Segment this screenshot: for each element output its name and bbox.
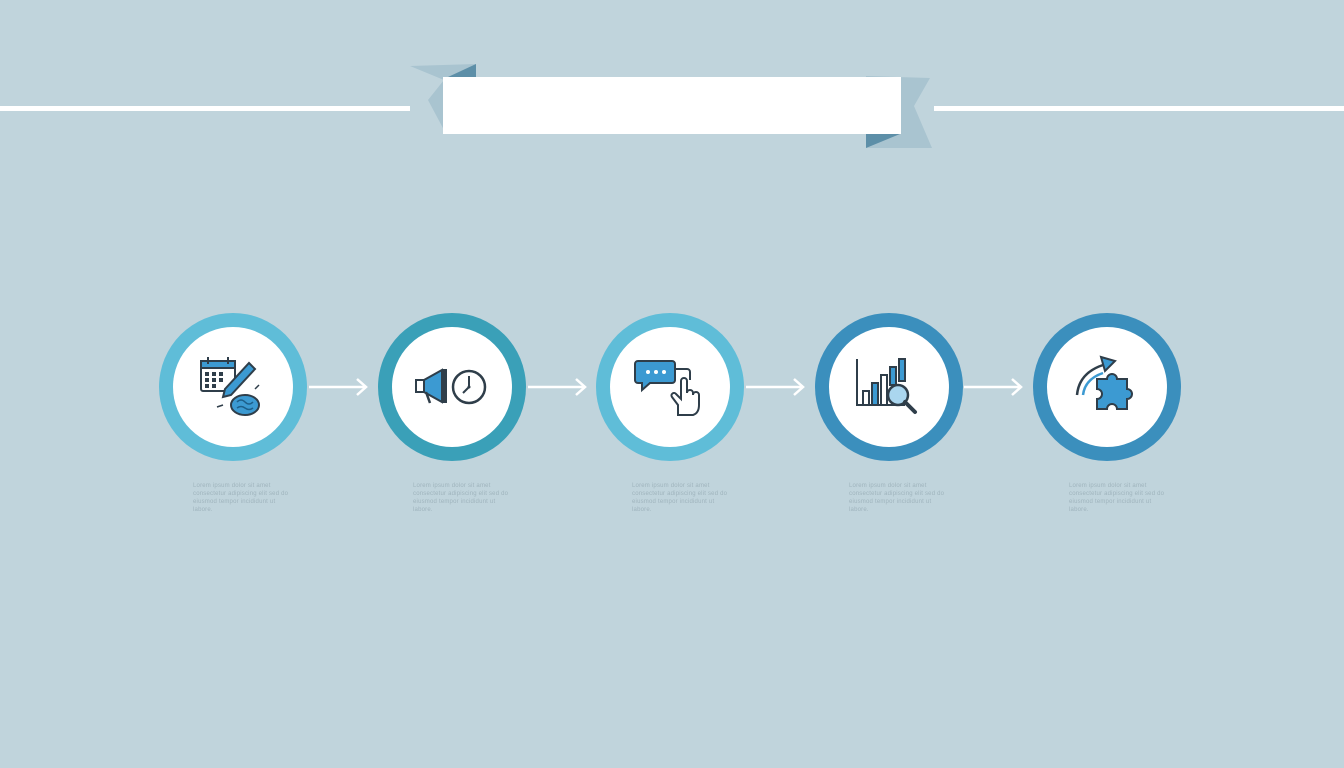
chat-bubble-hand-icon [634,360,700,416]
header-rule-left [0,106,410,111]
step-2-caption: Lorem ipsum dolor sit amet consectetur a… [413,483,509,513]
step-5-circle [1033,313,1181,461]
step-5-caption: Lorem ipsum dolor sit amet consectetur a… [1069,483,1165,513]
step-3-caption: Lorem ipsum dolor sit amet consectetur a… [632,483,728,513]
arrow-right-icon [528,378,587,396]
arrow-right-icon [964,378,1023,396]
puzzle-arrow-icon [1075,355,1133,410]
megaphone-clock-icon [415,368,487,405]
step-2-circle [378,313,526,461]
arrow-right-icon [309,378,368,396]
step-4-circle [815,313,963,461]
banner-title [443,77,901,134]
calendar-pencil-brain-icon [200,357,260,416]
bar-chart-magnifier-icon [856,358,917,414]
step-4-caption: Lorem ipsum dolor sit amet consectetur a… [849,483,945,513]
step-1-circle [159,313,307,461]
header-rule-right [934,106,1344,111]
step-3-circle [596,313,744,461]
arrow-right-icon [746,378,805,396]
step-1-caption: Lorem ipsum dolor sit amet consectetur a… [193,483,289,513]
